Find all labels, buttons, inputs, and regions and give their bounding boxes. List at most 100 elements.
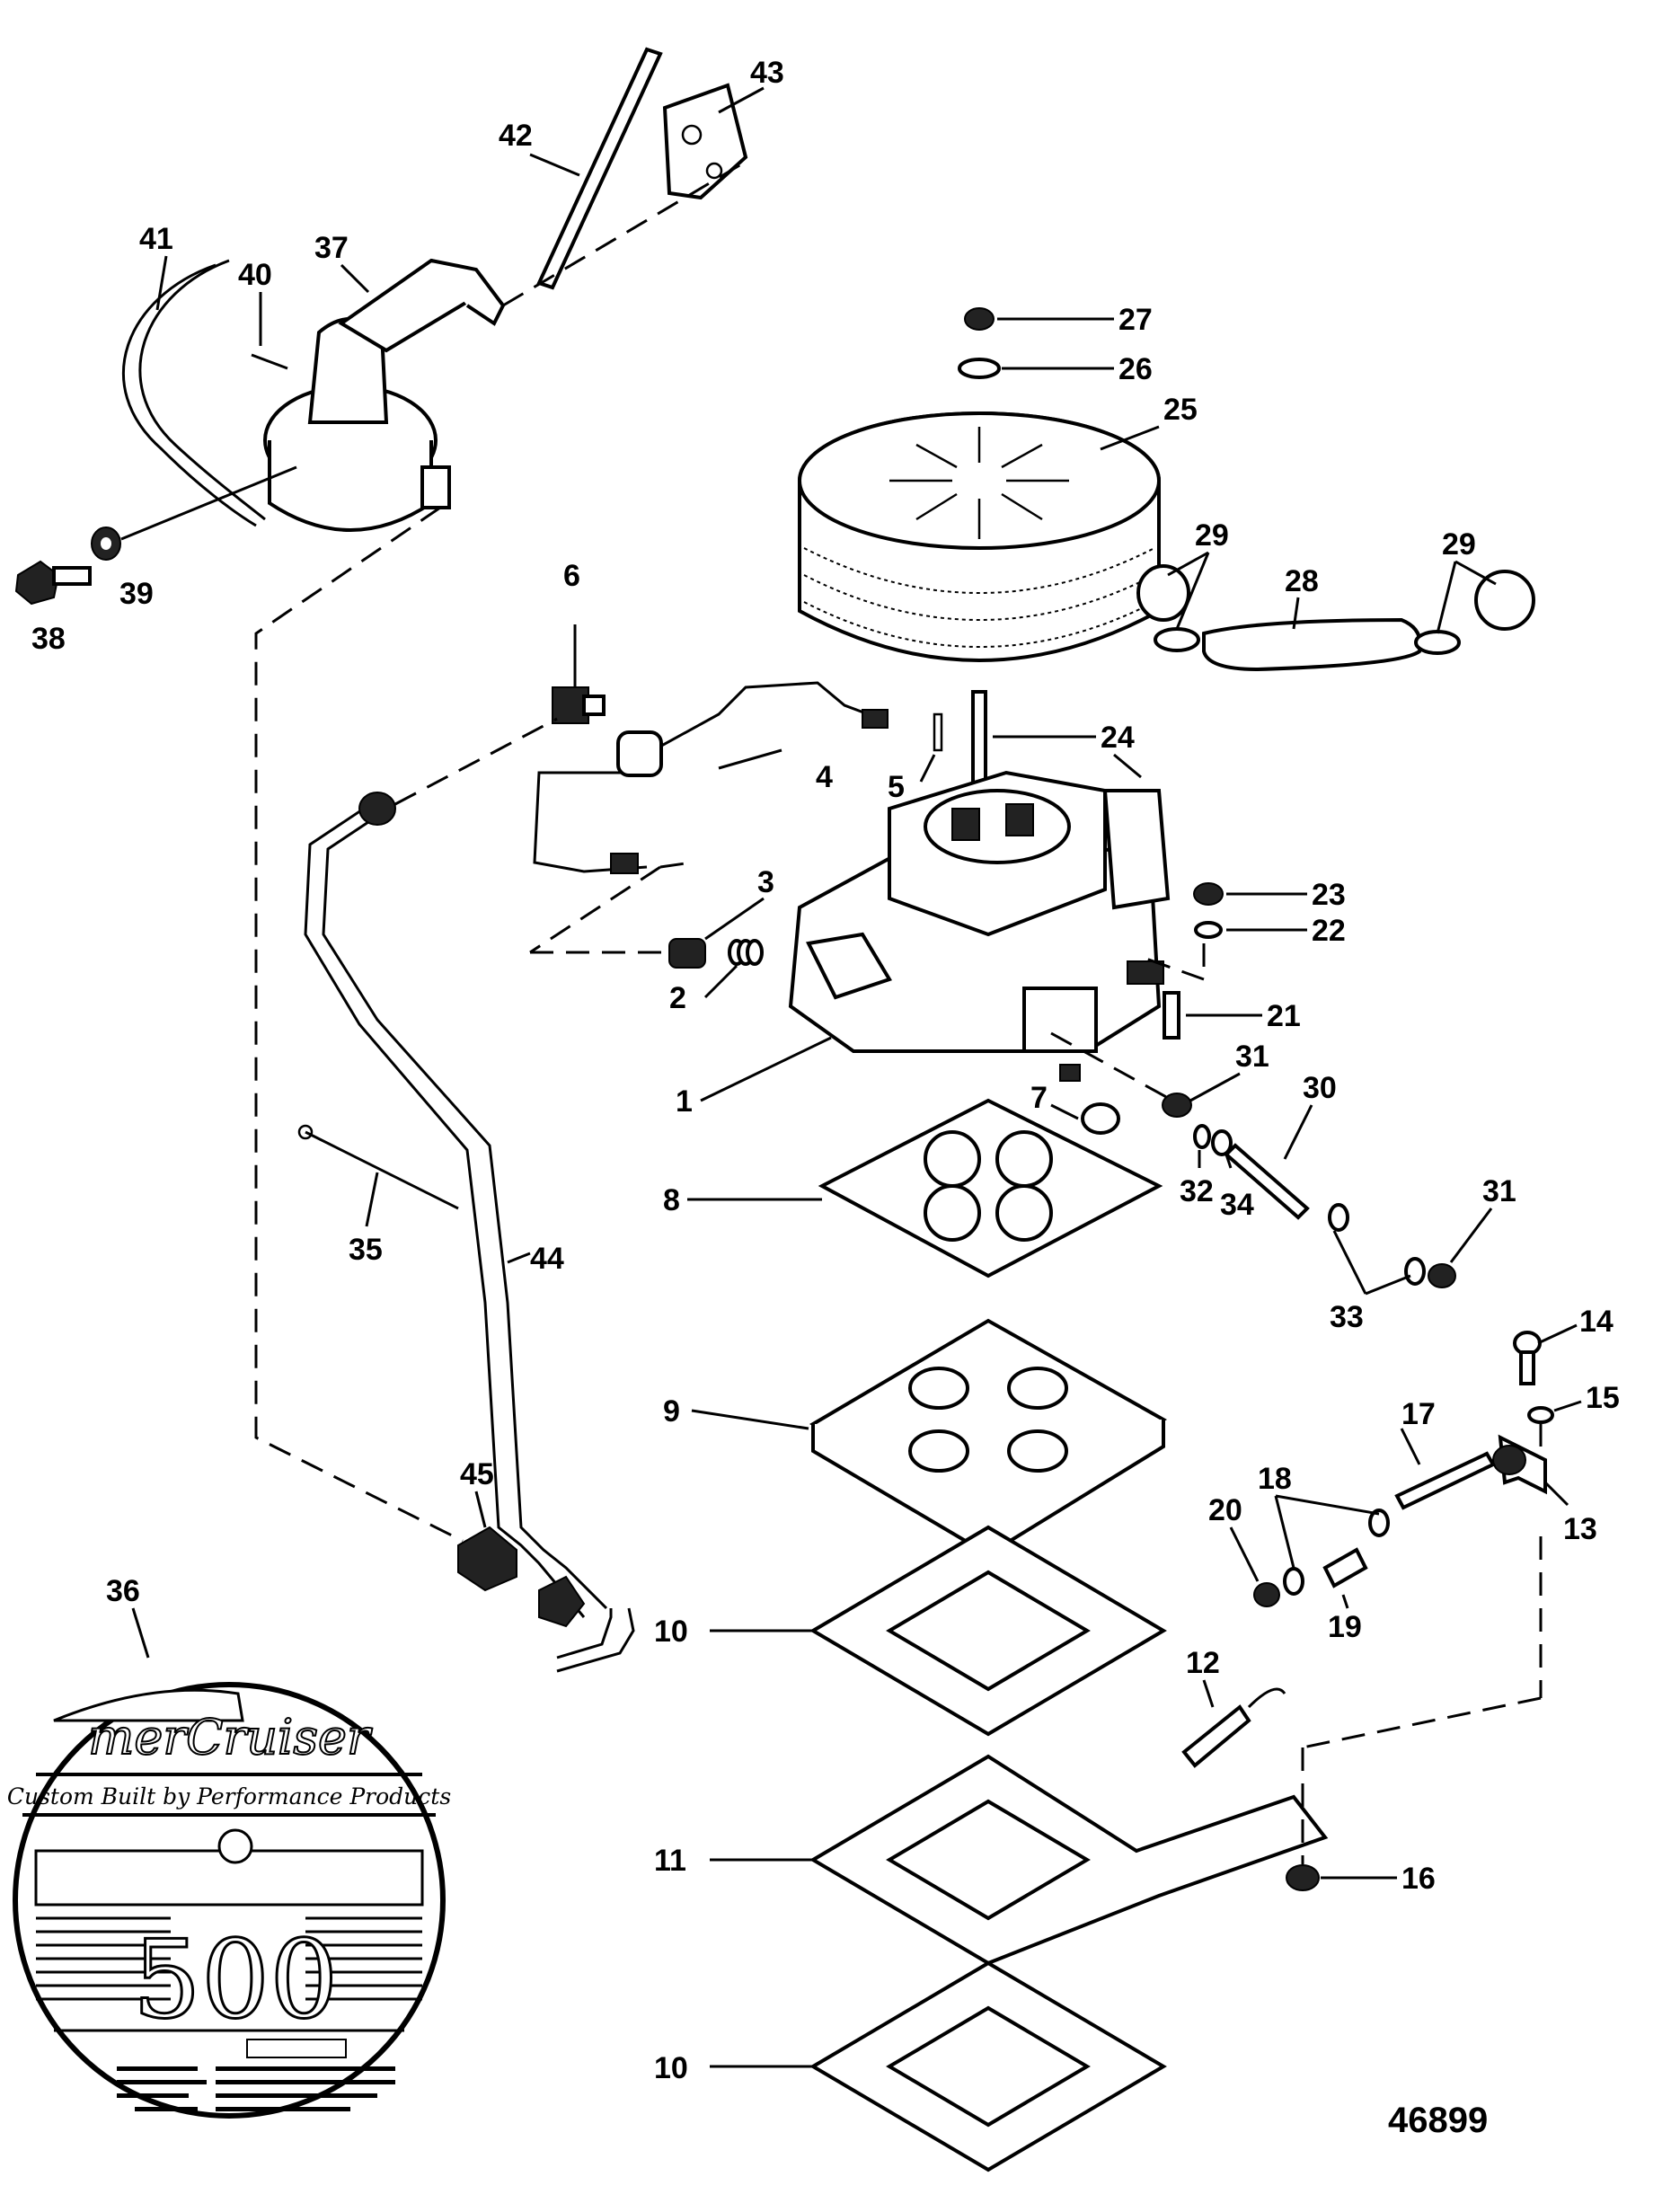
callout-20: 20: [1208, 1493, 1242, 1527]
callout-45: 45: [460, 1457, 494, 1491]
callout-13: 13: [1563, 1512, 1597, 1546]
nut-20: [1253, 1582, 1280, 1607]
filter-5: [933, 712, 943, 752]
gasket-43: [662, 83, 748, 200]
callout-14: 14: [1579, 1305, 1614, 1339]
callout-21: 21: [1267, 999, 1301, 1033]
washer-18b: [1283, 1567, 1304, 1596]
callout-7: 7: [1030, 1081, 1048, 1115]
callout-44: 44: [530, 1242, 564, 1276]
callout-24: 24: [1101, 721, 1135, 755]
callout-19: 19: [1328, 1610, 1362, 1644]
callout-27: 27: [1118, 303, 1153, 337]
callout-43: 43: [750, 56, 784, 90]
decal-tagline: Custom Built by Performance Products: [7, 1783, 451, 1809]
washer-33b: [1404, 1257, 1426, 1286]
callout-12: 12: [1186, 1646, 1220, 1680]
callout-39: 39: [119, 577, 154, 611]
callout-41: 41: [139, 222, 173, 256]
spring-2: [728, 939, 764, 966]
decal-36: [13, 1682, 446, 2119]
nut-31b: [1428, 1263, 1456, 1288]
nut-16: [1286, 1864, 1320, 1891]
spacer-19: [1322, 1547, 1368, 1588]
inlet-fitting-3: [668, 938, 706, 969]
drawing-number: 46899: [1388, 2101, 1488, 2140]
callout-3: 3: [757, 865, 774, 899]
callout-8: 8: [663, 1183, 680, 1217]
gasket-8: [818, 1098, 1163, 1279]
callout-31-lower: 31: [1482, 1174, 1516, 1208]
washer-18a: [1368, 1509, 1390, 1537]
fitting-45b: [538, 1575, 586, 1628]
callout-32: 32: [1180, 1174, 1214, 1208]
stud-17: [1394, 1451, 1496, 1510]
callout-38: 38: [31, 622, 66, 656]
nut-27: [964, 307, 995, 331]
stud-21: [1163, 991, 1180, 1040]
fuel-tube-42: [536, 47, 663, 290]
gasket-10-lower: [809, 1960, 1167, 2172]
washer-15: [1527, 1406, 1554, 1424]
callout-25: 25: [1163, 393, 1198, 427]
callouts: 1 2 3 4 5 6 7 8 9 10 10 11 12 13 14 15 1…: [31, 56, 1620, 2085]
cable-tie-35: [297, 1124, 459, 1210]
callout-28: 28: [1285, 564, 1319, 598]
callout-34: 34: [1220, 1188, 1254, 1222]
callout-6: 6: [563, 559, 580, 593]
callout-5: 5: [888, 770, 905, 804]
decal-brand: merCruiser: [88, 1709, 373, 1765]
washer-32: [1193, 1124, 1211, 1149]
spring-12: [1181, 1687, 1286, 1768]
callout-9: 9: [663, 1394, 680, 1429]
bracket-13: [1492, 1434, 1547, 1495]
gasket-10-upper: [809, 1525, 1167, 1737]
washer-22: [1194, 921, 1223, 939]
plug-7: [1081, 1102, 1120, 1135]
spacer-34: [1211, 1129, 1233, 1156]
callout-2: 2: [669, 981, 686, 1015]
callout-33: 33: [1330, 1300, 1364, 1334]
callout-17: 17: [1401, 1397, 1436, 1431]
callout-29-right: 29: [1442, 527, 1476, 562]
callout-42: 42: [499, 119, 533, 153]
callout-30: 30: [1303, 1071, 1337, 1105]
washer-33a: [1328, 1203, 1349, 1232]
air-cleaner-25: [798, 411, 1161, 662]
fitting-6: [552, 686, 606, 724]
bolt-14: [1513, 1331, 1542, 1385]
fuel-pump: [263, 258, 506, 532]
bolt-38: [14, 560, 92, 606]
nut-31: [1162, 1093, 1192, 1118]
carburetor-1: [788, 770, 1171, 1082]
decal-model: 500: [132, 1918, 338, 2043]
spacer-9: [809, 1318, 1168, 1557]
fuel-line-4: [533, 681, 889, 874]
fitting-45: [457, 1526, 517, 1592]
callout-23: 23: [1312, 878, 1346, 912]
callout-11: 11: [654, 1844, 686, 1878]
callout-10-upper: 10: [654, 1615, 688, 1649]
washer-26: [958, 358, 1001, 379]
washer-39: [91, 526, 121, 561]
callout-16: 16: [1401, 1862, 1436, 1896]
callout-10-lower: 10: [654, 2051, 688, 2085]
fitting-40: [251, 353, 288, 370]
gasket-bracket-11: [809, 1754, 1329, 1966]
callout-40: 40: [238, 258, 272, 292]
callout-31-upper: 31: [1235, 1040, 1269, 1074]
fuel-line-44: [304, 792, 635, 1673]
callout-35: 35: [349, 1233, 383, 1267]
callout-1: 1: [676, 1084, 693, 1119]
callout-37: 37: [314, 231, 349, 265]
callout-36: 36: [106, 1574, 140, 1608]
callout-18: 18: [1258, 1462, 1292, 1496]
nut-23: [1193, 882, 1224, 906]
callout-15: 15: [1586, 1381, 1620, 1415]
breather-hose-28: [1136, 564, 1535, 672]
callout-22: 22: [1312, 914, 1346, 948]
callout-29-left: 29: [1195, 518, 1229, 553]
callout-4: 4: [816, 760, 833, 794]
callout-26: 26: [1118, 352, 1153, 386]
